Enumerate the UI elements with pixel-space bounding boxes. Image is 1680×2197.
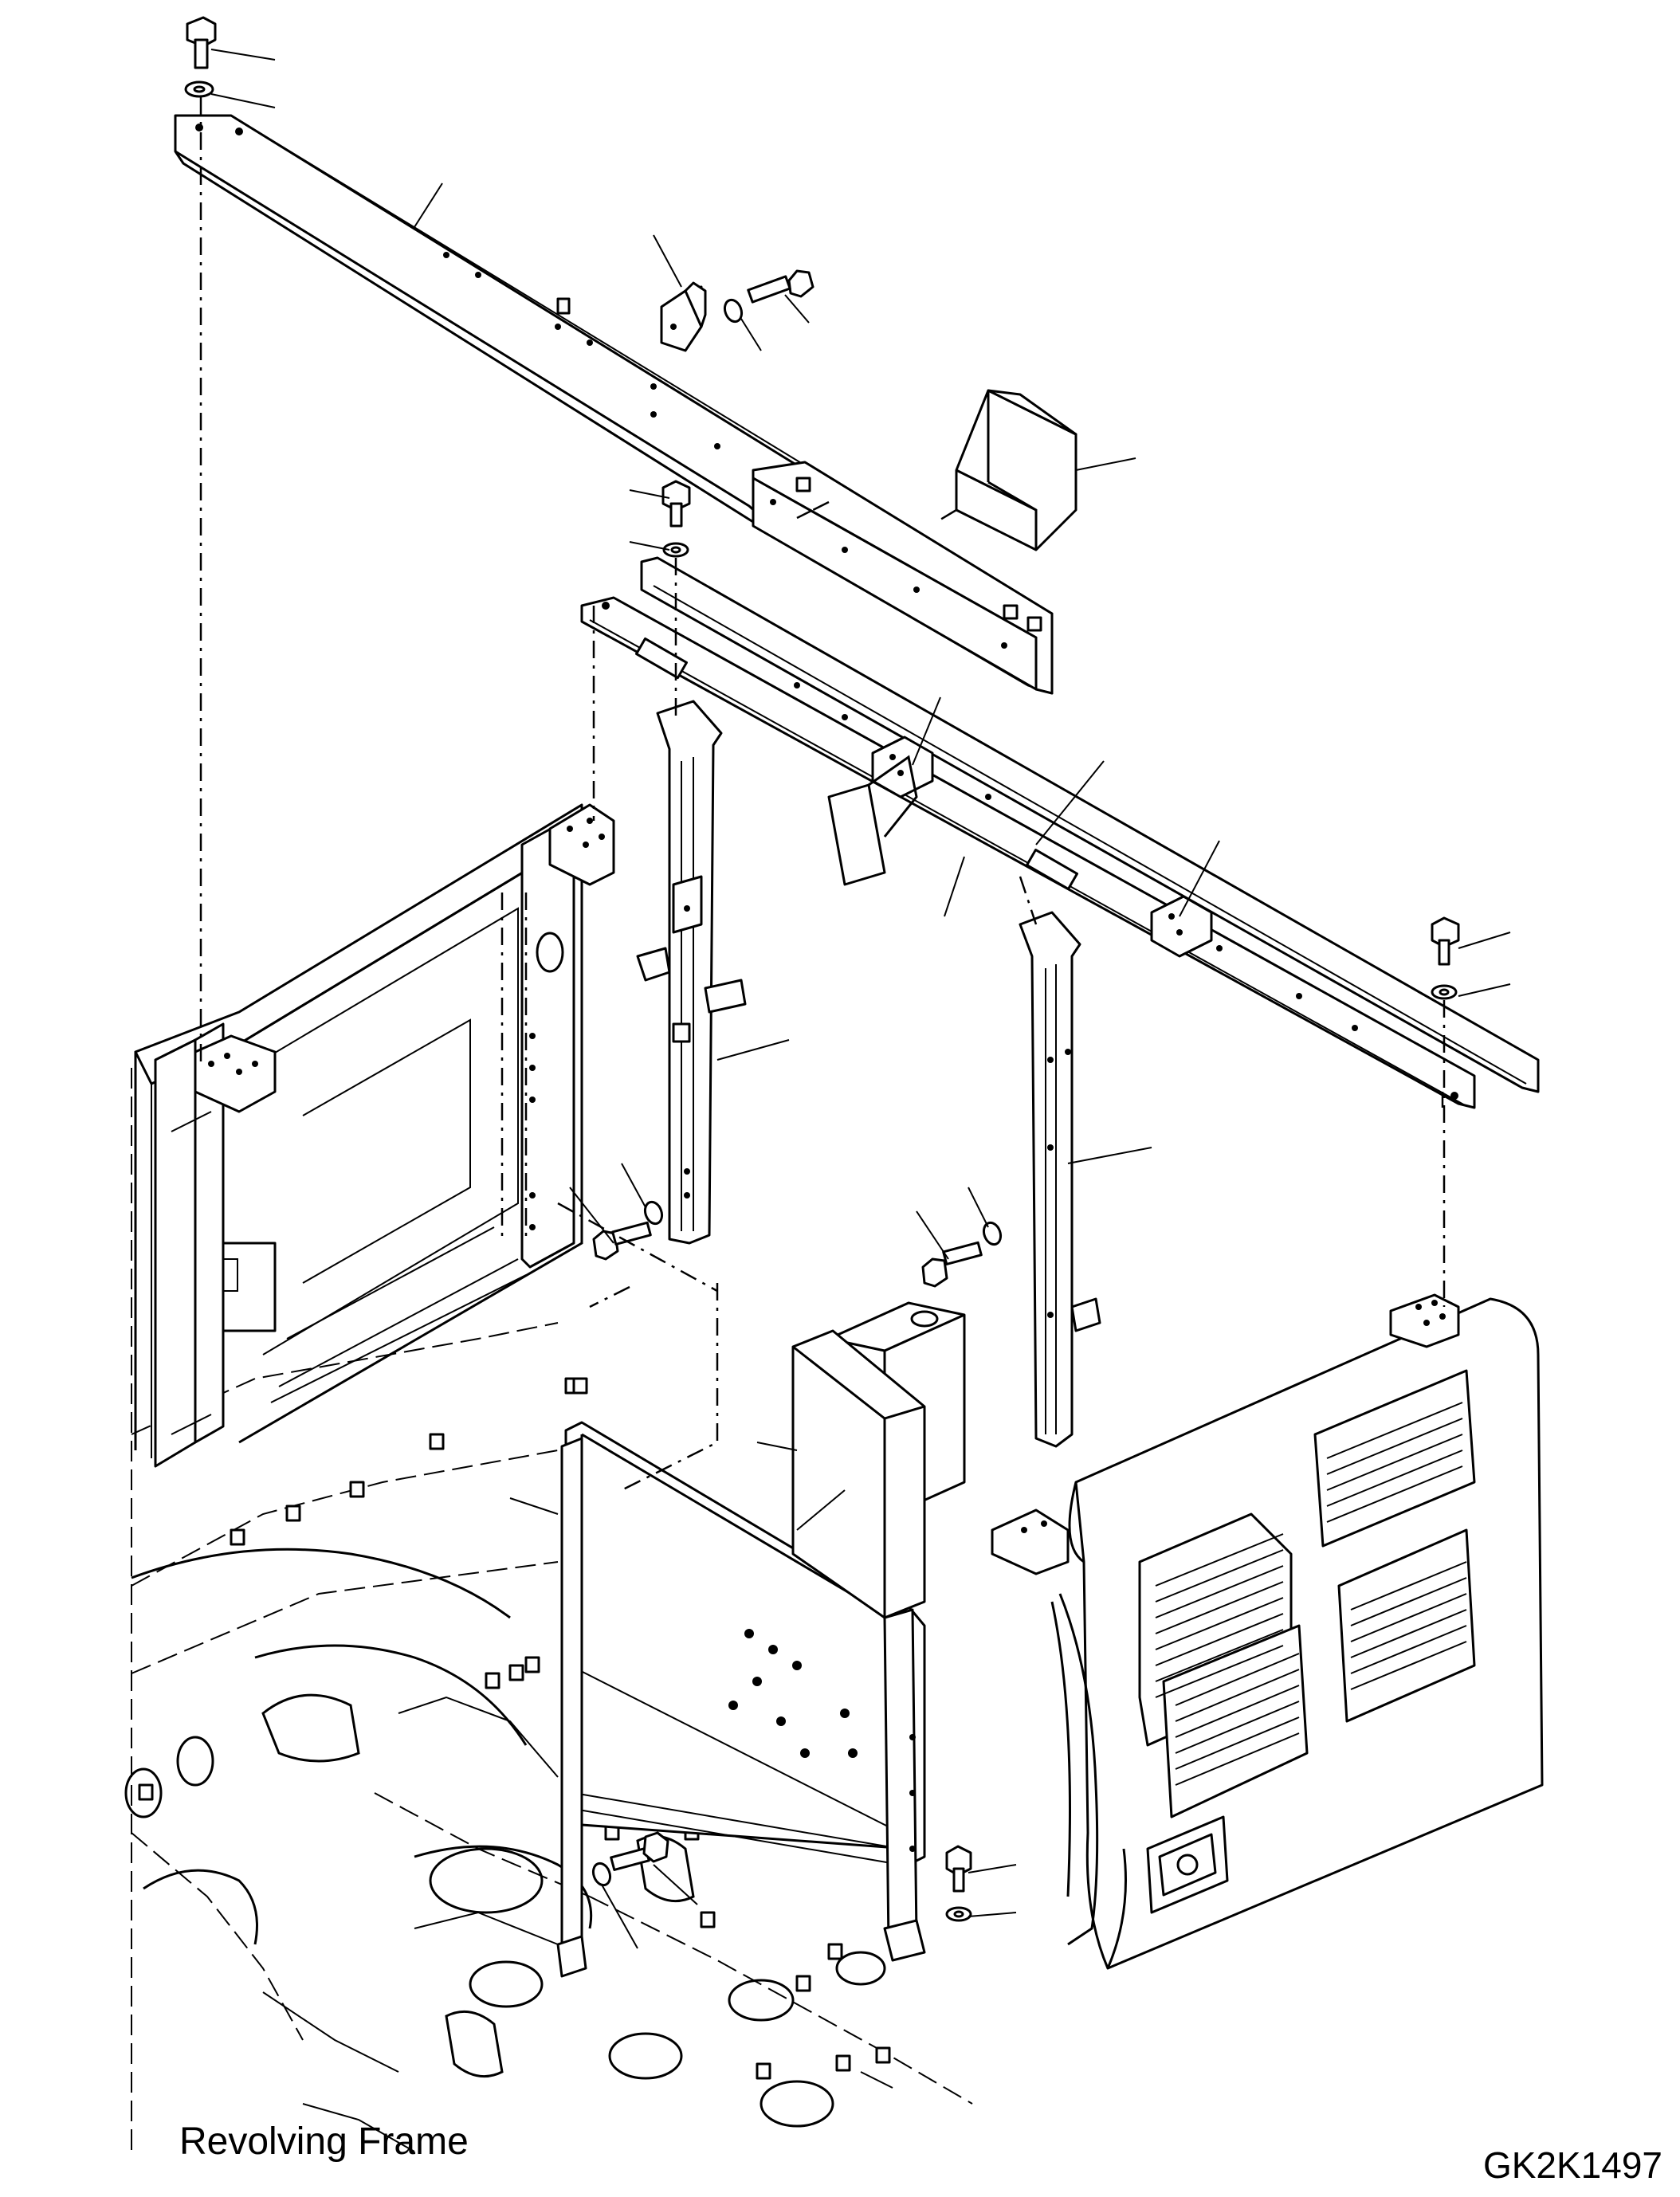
rubber-stopper	[955, 389, 1077, 551]
louvre-panels	[1138, 1369, 1476, 1818]
right-vertical-stay	[1019, 911, 1101, 1448]
washer-4	[1431, 984, 1458, 1000]
left-vertical-stay	[636, 700, 747, 1245]
assembly-lines	[199, 97, 1446, 1492]
frame-bosses	[138, 1377, 891, 2080]
louvre-slats	[1155, 1402, 1467, 1786]
washer-5	[643, 1200, 664, 1226]
washer-2	[723, 298, 744, 324]
rubber-pad	[791, 1329, 926, 1619]
bolt-1	[186, 16, 217, 69]
bolt-4	[1431, 916, 1460, 966]
leader-lines	[210, 49, 1511, 1949]
washer-1	[184, 80, 214, 98]
bolt-3	[661, 480, 691, 528]
bolt-2	[747, 269, 814, 304]
bolt-6	[921, 1241, 983, 1288]
door-latch	[1146, 1815, 1229, 1914]
revolving-frame	[124, 1068, 973, 2152]
washer-8	[945, 1906, 972, 1922]
washer-7	[591, 1862, 612, 1887]
revolving-frame-label: Revolving Frame	[179, 2120, 469, 2163]
clip-bracket	[660, 281, 707, 352]
bolt-8	[945, 1845, 972, 1893]
upper-cross-beam	[174, 114, 1054, 695]
washer-3	[662, 542, 689, 558]
bolt-7	[610, 1831, 669, 1871]
washer-6	[982, 1221, 1003, 1246]
drawing-number: GK2K1497	[1482, 2144, 1662, 2186]
fasteners	[184, 16, 1460, 1922]
left-side-frame	[134, 803, 615, 1468]
right-engine-cover	[991, 1293, 1544, 1970]
lower-cross-beam	[580, 556, 1540, 1109]
